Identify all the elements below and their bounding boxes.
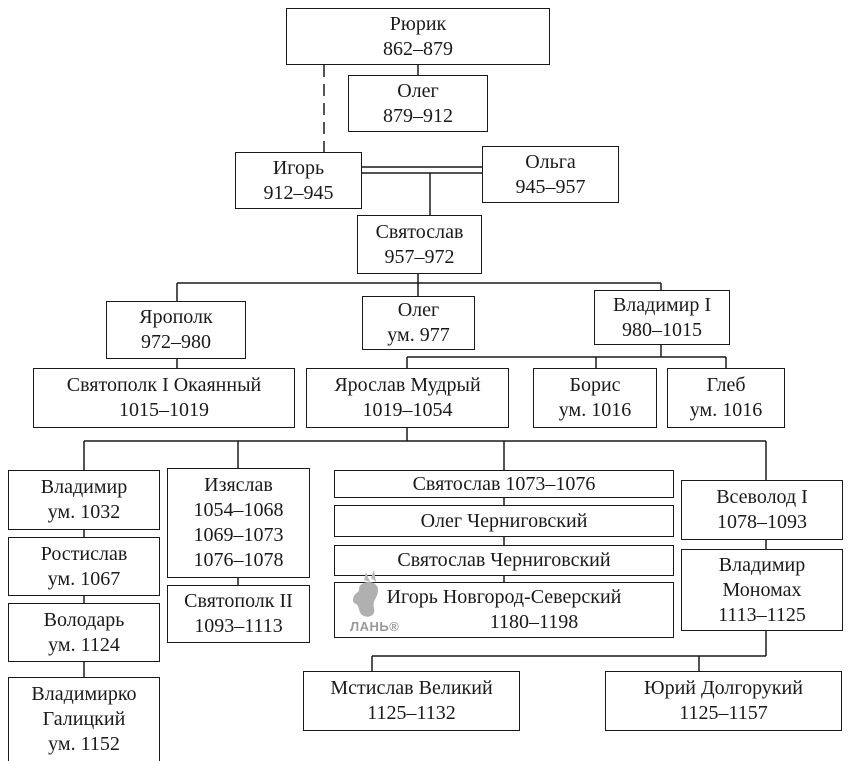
node-svyatoslav-chernigovsky: Святослав Черниговский <box>334 545 674 576</box>
node-years: 879–912 <box>383 104 453 127</box>
node-oleg-regent: Олег 879–912 <box>348 75 488 132</box>
node-monomakh: Владимир Мономах 1113–1125 <box>681 549 843 631</box>
node-label: Святослав Черниговский <box>397 549 611 571</box>
node-name: Володарь <box>43 608 125 631</box>
node-igor-novgorod-seversky: Игорь Новгород-Северский 1180–1198 <box>334 582 674 638</box>
node-rurik: Рюрик 862–879 <box>286 8 550 65</box>
node-name: Ярослав Мудрый <box>334 374 481 396</box>
node-years: 980–1015 <box>622 318 702 341</box>
node-yaroslav: Ярослав Мудрый 1019–1054 <box>306 368 509 428</box>
node-years: 1125–1157 <box>679 702 768 724</box>
node-years: 945–957 <box>515 175 586 198</box>
watermark-text: ЛАНЬ® <box>350 619 400 634</box>
node-yuri: Юрий Долгорукий 1125–1157 <box>605 671 842 731</box>
node-name: Борис <box>569 374 621 396</box>
node-name: Ольга <box>525 150 576 173</box>
node-rostislav: Ростислав ум. 1067 <box>8 537 160 596</box>
node-years-1: 1054–1068 <box>193 499 284 521</box>
node-vladimir1: Владимир I 980–1015 <box>594 290 730 345</box>
node-name: Ростислав <box>40 542 128 565</box>
node-vsevolod1: Всеволод I 1078–1093 <box>681 480 843 540</box>
node-izyaslav: Изяслав 1054–1068 1069–1073 1076–1078 <box>167 468 310 578</box>
node-name: Олег <box>397 79 439 102</box>
node-years: 1015–1019 <box>119 399 209 421</box>
node-years-2: 1069–1073 <box>193 524 284 546</box>
node-oleg-977: Олег ум. 977 <box>362 296 475 350</box>
node-igor: Игорь 912–945 <box>235 152 362 209</box>
node-volodar: Володарь ум. 1124 <box>8 603 160 662</box>
node-label: Святослав 1073–1076 <box>412 472 596 495</box>
node-name: Святослав <box>375 220 464 243</box>
node-name: Владимир <box>40 476 128 498</box>
node-svyatoslav: Святослав 957–972 <box>357 215 482 274</box>
node-years: ум. 1016 <box>689 399 763 421</box>
node-years: ум. 977 <box>387 324 450 346</box>
node-name: Олег <box>397 299 440 321</box>
node-years: 972–980 <box>141 331 211 353</box>
node-name: Владимирко <box>31 683 137 705</box>
node-name: Изяслав <box>204 474 273 496</box>
node-years: 862–879 <box>383 37 453 60</box>
node-vladimir-1032: Владимир ум. 1032 <box>8 470 160 530</box>
node-yaropolk: Ярополк 972–980 <box>106 301 246 359</box>
node-years-3: 1076–1078 <box>193 549 284 571</box>
node-years: ум. 1152 <box>48 733 120 755</box>
node-years: 912–945 <box>263 181 334 204</box>
node-name: Владимир <box>718 553 806 576</box>
node-years: 1093–1113 <box>194 615 283 637</box>
node-svyatopolk1: Святополк I Окаянный 1015–1019 <box>33 368 295 428</box>
node-name: Глеб <box>706 374 746 396</box>
node-boris: Борис ум. 1016 <box>533 368 657 428</box>
node-name: Игорь Новгород-Северский <box>386 586 622 608</box>
node-years: 1125–1132 <box>367 702 456 724</box>
node-name: Игорь <box>272 156 325 179</box>
node-name-second-line: Галицкий <box>42 708 126 730</box>
node-years: ум. 1032 <box>47 501 121 523</box>
node-olga: Ольга 945–957 <box>482 146 619 203</box>
node-svyatoslav2: Святослав 1073–1076 <box>334 470 674 498</box>
node-name: Рюрик <box>389 12 447 35</box>
node-name: Мстислав Великий <box>330 677 493 699</box>
node-gleb: Глеб ум. 1016 <box>667 368 785 428</box>
node-years: ум. 1067 <box>47 567 121 590</box>
node-name: Владимир I <box>612 293 712 316</box>
node-years: 1113–1125 <box>718 603 806 626</box>
node-label: Олег Черниговский <box>420 509 588 532</box>
node-name: Всеволод I <box>716 486 808 508</box>
node-years: 957–972 <box>384 245 455 268</box>
node-mstislav: Мстислав Великий 1125–1132 <box>303 671 520 731</box>
node-years: 1180–1198 <box>489 611 579 633</box>
node-years: 1019–1054 <box>362 399 453 421</box>
node-name: Юрий Долгорукий <box>644 677 803 699</box>
node-svyatopolk2: Святополк II 1093–1113 <box>167 585 310 643</box>
node-oleg-chernigovsky: Олег Черниговский <box>334 505 674 537</box>
deer-logo-watermark <box>352 570 378 617</box>
node-name: Святополк II <box>184 590 293 612</box>
node-years: ум. 1016 <box>558 399 632 421</box>
node-vladimirko: Владимирко Галицкий ум. 1152 <box>8 677 160 761</box>
node-name-second-line: Мономах <box>722 578 802 601</box>
node-name: Ярополк <box>139 306 213 328</box>
node-name: Святополк I Окаянный <box>66 374 262 396</box>
node-years: ум. 1124 <box>48 633 120 656</box>
node-years: 1078–1093 <box>717 511 807 533</box>
